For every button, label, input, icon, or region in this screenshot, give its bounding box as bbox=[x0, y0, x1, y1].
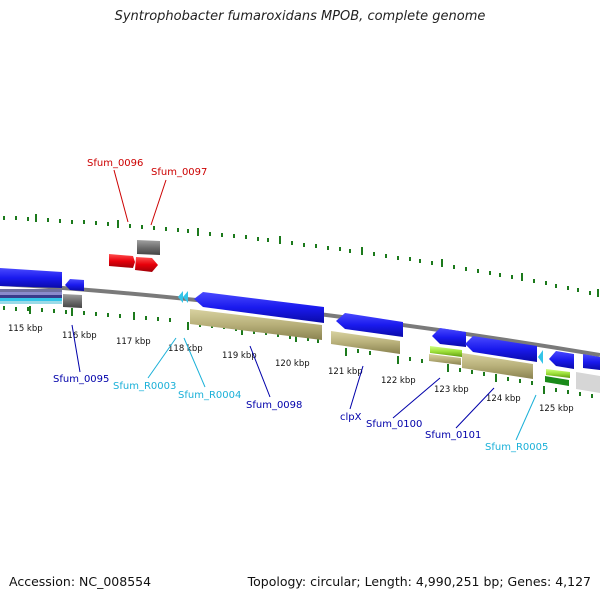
label-clpx[interactable]: clpX bbox=[340, 412, 362, 423]
gene-sfum-0096-feature[interactable] bbox=[109, 254, 135, 268]
label-sfum-r0004[interactable]: Sfum_R0004 bbox=[178, 390, 241, 401]
outer-tick-track bbox=[3, 214, 599, 297]
gene-multi-stripe-feature[interactable] bbox=[0, 289, 62, 304]
gene-green-right-feature[interactable] bbox=[545, 376, 569, 386]
gene-sfum-0098-feature[interactable] bbox=[194, 292, 324, 323]
gene-sfum-0096b-feature[interactable] bbox=[135, 257, 158, 272]
label-sfum-0095[interactable]: Sfum_0095 bbox=[53, 374, 109, 385]
gene-sfum-0100-olive-feature[interactable] bbox=[429, 354, 461, 365]
gene-sfum-0100-lime-feature[interactable] bbox=[430, 346, 462, 357]
gene-sfum-0097-feature[interactable] bbox=[137, 240, 160, 255]
gene-sfum-0095-feature[interactable] bbox=[0, 268, 62, 288]
gene-sfum-0101-feature[interactable] bbox=[465, 336, 537, 362]
gene-blue-right-feature[interactable] bbox=[549, 351, 574, 369]
scale-label-121: 121 kbp bbox=[328, 367, 363, 377]
scale-label-117: 117 kbp bbox=[116, 337, 151, 347]
gene-sfum-0101-olive-feature[interactable] bbox=[462, 353, 533, 379]
gene-blue-small-left-feature[interactable] bbox=[65, 279, 84, 291]
label-sfum-0100[interactable]: Sfum_0100 bbox=[366, 419, 422, 430]
gene-labels: Sfum_0096 Sfum_0097 Sfum_0095 Sfum_R0003… bbox=[53, 158, 548, 453]
scale-label-119: 119 kbp bbox=[222, 351, 257, 361]
scale-label-123: 123 kbp bbox=[434, 385, 469, 395]
topology-text: Topology: circular; Length: 4,990,251 bp… bbox=[247, 574, 591, 589]
scale-label-116: 116 kbp bbox=[62, 331, 97, 341]
label-sfum-r0005[interactable]: Sfum_R0005 bbox=[485, 442, 548, 453]
label-sfum-0098[interactable]: Sfum_0098 bbox=[246, 400, 302, 411]
trna-r0005-feature[interactable] bbox=[538, 350, 543, 364]
gene-sfum-0098-olive-feature[interactable] bbox=[190, 309, 322, 340]
label-sfum-r0003[interactable]: Sfum_R0003 bbox=[113, 381, 176, 392]
scale-label-124: 124 kbp bbox=[486, 394, 521, 404]
map-title: Syntrophobacter fumaroxidans MPOB, compl… bbox=[114, 9, 486, 24]
gene-gray-left-feature[interactable] bbox=[63, 294, 82, 308]
trna-r0003-feature[interactable] bbox=[178, 291, 183, 303]
label-sfum-0101[interactable]: Sfum_0101 bbox=[425, 430, 481, 441]
gene-clpx-feature[interactable] bbox=[336, 313, 403, 337]
scale-label-122: 122 kbp bbox=[381, 376, 416, 386]
trna-r0004-feature[interactable] bbox=[183, 291, 188, 303]
accession-text: Accession: NC_008554 bbox=[9, 574, 152, 589]
label-sfum-0097[interactable]: Sfum_0097 bbox=[151, 167, 207, 178]
label-sfum-0096[interactable]: Sfum_0096 bbox=[87, 158, 143, 169]
gene-clpx-olive-feature[interactable] bbox=[331, 331, 400, 354]
leader-lines bbox=[71, 169, 537, 441]
gene-lime-right-feature[interactable] bbox=[546, 369, 570, 378]
gene-sfum-0100-feature[interactable] bbox=[432, 328, 466, 347]
scale-label-120: 120 kbp bbox=[275, 359, 310, 369]
scale-label-118: 118 kbp bbox=[168, 344, 203, 354]
scale-label-125: 125 kbp bbox=[539, 404, 574, 414]
scale-label-115: 115 kbp bbox=[8, 324, 43, 334]
scale-labels: 115 kbp 116 kbp 117 kbp 118 kbp 119 kbp … bbox=[8, 324, 574, 414]
gene-blue-edge-feature[interactable] bbox=[583, 354, 600, 370]
gene-gray-right-feature[interactable] bbox=[576, 372, 600, 393]
